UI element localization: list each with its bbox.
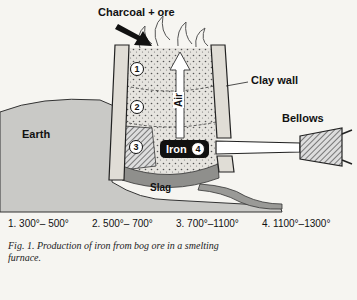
zone-number: 2	[130, 100, 144, 114]
part-label: Earth	[22, 128, 50, 140]
node-text: 1	[134, 64, 139, 74]
node-text: 2	[134, 102, 139, 112]
material-label: Charcoal + ore	[98, 6, 175, 18]
figure-caption: Fig. 1. Production of iron from bog ore …	[8, 240, 238, 264]
part-label: Clay wall	[251, 74, 298, 86]
node-text: 3	[133, 142, 138, 152]
node-text: 4	[195, 144, 200, 154]
zone-number: 4	[191, 142, 205, 156]
iron-bloom: Iron 4	[160, 140, 209, 158]
temperature-legend: 4. 1100°–1300°	[262, 218, 330, 229]
node-text: Iron	[166, 143, 187, 155]
flow-label: Air	[173, 92, 184, 108]
zone-number: 1	[130, 62, 144, 76]
temperature-legend: 2. 500°– 700°	[92, 218, 153, 229]
zone-number: 3	[129, 140, 143, 154]
temperature-legend: 3. 700°–1100°	[176, 218, 239, 229]
temperature-legend: 1. 300°– 500°	[8, 218, 69, 229]
part-label: Slag	[150, 182, 171, 193]
part-label: Bellows	[282, 112, 324, 124]
